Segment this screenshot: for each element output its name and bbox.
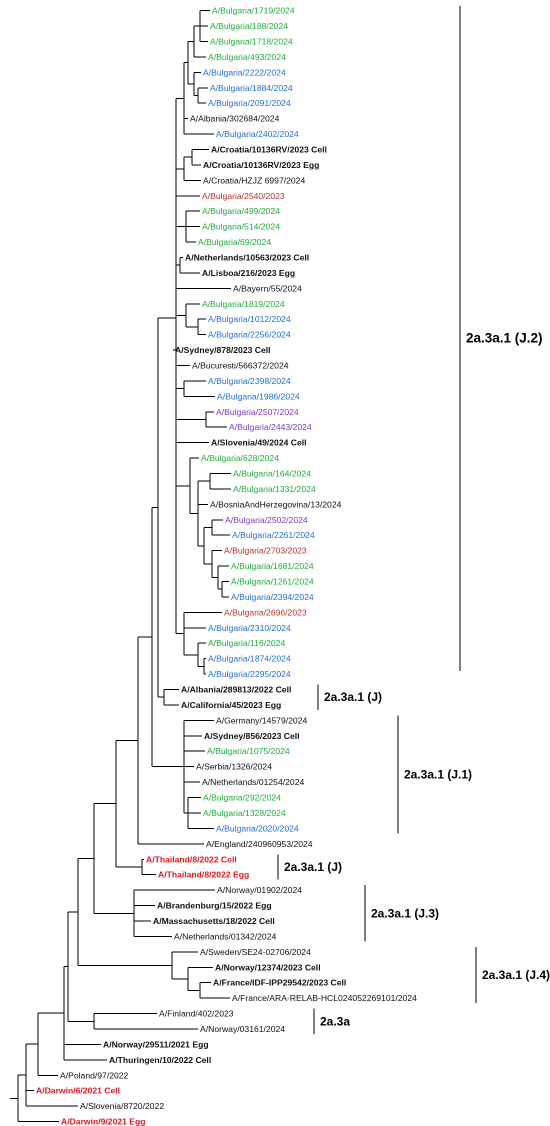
leaf-label: A/Norway/29511/2021 Egg xyxy=(103,1039,209,1049)
leaf-label: A/Bulgaria/2256/2024 xyxy=(208,330,291,340)
leaf-label: A/Massachusetts/18/2022 Cell xyxy=(153,916,275,926)
leaf-label: A/Bulgaria/2295/2024 xyxy=(208,669,291,679)
leaf-label: A/Thailand/8/2022 Egg xyxy=(158,870,249,880)
leaf-label: A/Germany/14579/2024 xyxy=(216,715,307,725)
leaf-label: A/Bulgaria/2398/2024 xyxy=(208,376,291,386)
leaf-label: A/Bulgaria/116/2024 xyxy=(208,638,285,648)
leaf-label: A/Bulgaria/2443/2024 xyxy=(229,422,312,432)
leaf-label: A/Bulgaria/1986/2024 xyxy=(217,391,300,401)
leaf-label: A/Norway/01902/2024 xyxy=(217,885,302,895)
clade-label: 2a.3a xyxy=(320,1014,350,1028)
clade-label: 2a.3a.1 (J.4) xyxy=(482,968,550,982)
leaf-label: A/Netherlands/01342/2024 xyxy=(174,931,276,941)
clade-brackets: 2a.3a.1 (J.2) 2a.3a.1 (J) 2a.3a.1 (J.1) 2a.… xyxy=(277,6,550,1034)
leaf-labels: A/Bulgaria/1719/2024A/Bulgaria/188/2024A… xyxy=(36,6,417,1126)
clade-label: 2a.3a.1 (J) xyxy=(284,860,342,874)
leaf-label: A/Bulgaria/1718/2024 xyxy=(210,36,293,46)
leaf-label: A/Bulgaria/1681/2024 xyxy=(231,561,314,571)
leaf-label: A/Darwin/9/2021 Egg xyxy=(61,1117,146,1126)
leaf-label: A/Bulgaria/292/2024 xyxy=(203,793,281,803)
leaf-label: A/Norway/12374/2023 Cell xyxy=(215,962,321,972)
leaf-label: A/Bulgaria/2540/2023 xyxy=(202,191,285,201)
leaf-label: A/Bulgaria/1874/2024 xyxy=(208,654,291,664)
leaf-label: A/Brandenburg/15/2022 Egg xyxy=(157,901,272,911)
leaf-label: A/Bucuresti/566372/2024 xyxy=(192,360,289,370)
leaf-label: A/Bulgaria/1075/2024 xyxy=(207,746,290,756)
leaf-label: A/Sydney/878/2023 Cell xyxy=(175,345,271,355)
leaf-label: A/England/240960953/2024 xyxy=(206,839,313,849)
leaf-label: A/Bulgaria/628/2024 xyxy=(201,453,279,463)
leaf-label: A/Bulgaria/1884/2024 xyxy=(210,83,293,93)
leaf-label: A/Bulgaria/2502/2024 xyxy=(225,515,308,525)
leaf-label: A/California/45/2023 Egg xyxy=(181,700,281,710)
leaf-label: A/Bulgaria/1331/2024 xyxy=(233,484,316,494)
clade-label: 2a.3a.1 (J.3) xyxy=(371,906,439,920)
leaf-label: A/Croatia/10136RV/2023 Cell xyxy=(211,144,327,154)
leaf-label: A/Bulgaria/1719/2024 xyxy=(212,6,295,16)
leaf-label: A/Bulgaria/2696/2023 xyxy=(224,607,307,617)
leaf-label: A/Serbia/1326/2024 xyxy=(196,762,272,772)
leaf-label: A/Thuringen/10/2022 Cell xyxy=(109,1055,211,1065)
clade-label: 2a.3a.1 (J.2) xyxy=(466,331,543,346)
leaf-label: A/Bulgaria/2222/2024 xyxy=(203,67,286,77)
tree-branches xyxy=(10,10,231,1123)
leaf-label: A/Bulgaria/2020/2024 xyxy=(216,823,299,833)
leaf-label: A/Norway/03161/2024 xyxy=(200,1024,285,1034)
leaf-label: A/Bulgaria/493/2024 xyxy=(208,52,286,62)
leaf-label: A/Bulgaria/2310/2024 xyxy=(208,623,291,633)
leaf-label: A/Slovenia/8720/2022 xyxy=(80,1101,164,1111)
leaf-label: A/Sydney/856/2023 Cell xyxy=(204,731,300,741)
leaf-label: A/Thailand/8/2022 Cell xyxy=(146,854,237,864)
leaf-label: A/Netherlands/10563/2023 Cell xyxy=(185,252,309,262)
leaf-label: A/Bulgaria/1261/2024 xyxy=(231,577,314,587)
leaf-label: A/Bulgaria/69/2024 xyxy=(198,237,271,247)
leaf-label: A/Bayern/55/2024 xyxy=(233,283,302,293)
leaf-label: A/Croatia/HZJZ 6997/2024 xyxy=(203,175,305,185)
leaf-label: A/Bulgaria/2091/2024 xyxy=(208,98,291,108)
leaf-label: A/Lisboa/216/2023 Egg xyxy=(202,268,295,278)
leaf-label: A/Bulgaria/164/2024 xyxy=(233,469,311,479)
leaf-label: A/Bulgaria/2703/2023 xyxy=(224,546,307,556)
leaf-label: A/Bulgaria/1819/2024 xyxy=(202,299,285,309)
leaf-label: A/France/ARA-RELAB-HCL024052269101/2024 xyxy=(232,993,417,1003)
leaf-label: A/Finland/402/2023 xyxy=(159,1009,234,1019)
leaf-label: A/Bulgaria/2402/2024 xyxy=(216,129,299,139)
leaf-label: A/Albania/289813/2022 Cell xyxy=(181,685,291,695)
leaf-label: A/Albania/302684/2024 xyxy=(190,114,280,124)
leaf-label: A/Darwin/6/2021 Cell xyxy=(36,1086,120,1096)
leaf-label: A/Bulgaria/1328/2024 xyxy=(203,808,286,818)
leaf-label: A/Slovenia/49/2024 Cell xyxy=(211,438,307,448)
leaf-label: A/Bulgaria/1012/2024 xyxy=(208,314,291,324)
leaf-label: A/Bulgaria/499/2024 xyxy=(202,206,280,216)
leaf-label: A/Sweden/SE24-02706/2024 xyxy=(200,947,311,957)
leaf-label: A/Bulgaria/2261/2024 xyxy=(232,530,315,540)
leaf-label: A/Bulgaria/188/2024 xyxy=(210,21,288,31)
leaf-label: A/BosniaAndHerzegovina/13/2024 xyxy=(210,499,342,509)
leaf-label: A/Bulgaria/2507/2024 xyxy=(216,407,299,417)
leaf-label: A/France/IDF-IPP29542/2023 Cell xyxy=(213,978,346,988)
clade-label: 2a.3a.1 (J) xyxy=(324,690,382,704)
leaf-label: A/Croatia/10136RV/2023 Egg xyxy=(203,160,319,170)
leaf-label: A/Bulgaria/2394/2024 xyxy=(231,592,314,602)
clade-label: 2a.3a.1 (J.1) xyxy=(404,767,472,781)
leaf-label: A/Bulgaria/514/2024 xyxy=(202,222,280,232)
leaf-label: A/Netherlands/01254/2024 xyxy=(202,777,304,787)
leaf-label: A/Poland/97/2022 xyxy=(60,1070,129,1080)
